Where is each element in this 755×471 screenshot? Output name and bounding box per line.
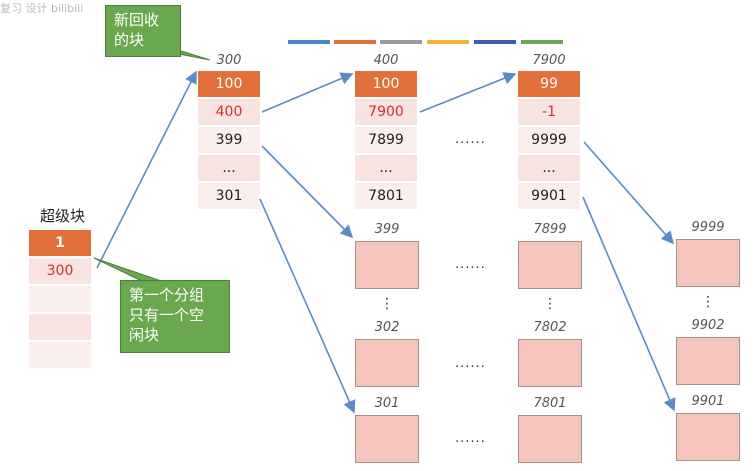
group-entry: 9999 <box>518 127 580 153</box>
group-count: 100 <box>355 71 417 97</box>
group-header: 300 <box>216 53 242 68</box>
watermark-text: 复习 设计 bilibili <box>0 2 84 15</box>
group-count: 99 <box>518 71 580 97</box>
disk-block <box>676 337 740 385</box>
callout-first-group: 第一个分组 只有一个空 闲块 <box>120 280 230 353</box>
disk-block <box>355 339 419 387</box>
arrow <box>261 145 354 239</box>
superblock-empty-slot <box>29 286 91 312</box>
arrow <box>96 70 197 269</box>
vertical-ellipsis: ⋮ <box>701 294 715 310</box>
group-entry: ... <box>355 155 417 181</box>
disk-block <box>355 415 419 463</box>
disk-block <box>676 413 740 461</box>
ellipsis: ...... <box>455 431 486 446</box>
disk-block <box>676 239 740 287</box>
legend-bar <box>334 40 376 44</box>
superblock-empty-slot <box>29 314 91 340</box>
ellipsis: ...... <box>455 257 486 272</box>
legend-bar <box>427 40 469 44</box>
ellipsis: ...... <box>455 356 486 371</box>
vertical-ellipsis: ⋮ <box>543 296 557 312</box>
disk-block <box>518 241 582 289</box>
block-label: 399 <box>374 222 400 237</box>
block-label: 7801 <box>533 396 567 411</box>
superblock-count: 1 <box>29 230 91 256</box>
disk-block <box>355 241 419 289</box>
legend-bar <box>474 40 516 44</box>
arrow <box>259 198 356 414</box>
group-header: 400 <box>373 53 399 68</box>
group-entry: ... <box>518 155 580 181</box>
color-legend-bars <box>288 40 568 46</box>
arrow <box>261 72 354 113</box>
block-label: 9999 <box>691 220 725 235</box>
superblock-empty-slot <box>29 342 91 368</box>
superblock-next-group: 300 <box>29 258 91 284</box>
vertical-ellipsis: ⋮ <box>380 296 394 312</box>
block-label: 302 <box>374 320 400 335</box>
block-label: 7899 <box>533 222 567 237</box>
block-label: 301 <box>374 396 400 411</box>
legend-bar <box>521 40 563 44</box>
disk-block <box>518 339 582 387</box>
block-label: 9901 <box>691 394 725 409</box>
disk-block <box>518 415 582 463</box>
group-entry: 301 <box>198 183 260 209</box>
legend-bar <box>288 40 330 44</box>
group-next-pointer: -1 <box>518 99 580 125</box>
group-entry: 9901 <box>518 183 580 209</box>
block-label: 9902 <box>691 318 725 333</box>
group-next-pointer: 400 <box>198 99 260 125</box>
arrow <box>582 196 676 412</box>
block-label: 7802 <box>533 320 567 335</box>
group-entry: 399 <box>198 127 260 153</box>
callout-new-block: 新回收 的块 <box>105 5 181 57</box>
group-header: 7900 <box>532 53 566 68</box>
superblock-title: 超级块 <box>40 207 86 225</box>
group-count: 100 <box>198 71 260 97</box>
group-entry: 7801 <box>355 183 417 209</box>
group-entry: ... <box>198 155 260 181</box>
group-next-pointer: 7900 <box>355 99 417 125</box>
ellipsis: ...... <box>455 132 486 147</box>
arrow <box>419 72 517 113</box>
legend-bar <box>380 40 422 44</box>
group-entry: 7899 <box>355 127 417 153</box>
arrow <box>583 141 675 245</box>
